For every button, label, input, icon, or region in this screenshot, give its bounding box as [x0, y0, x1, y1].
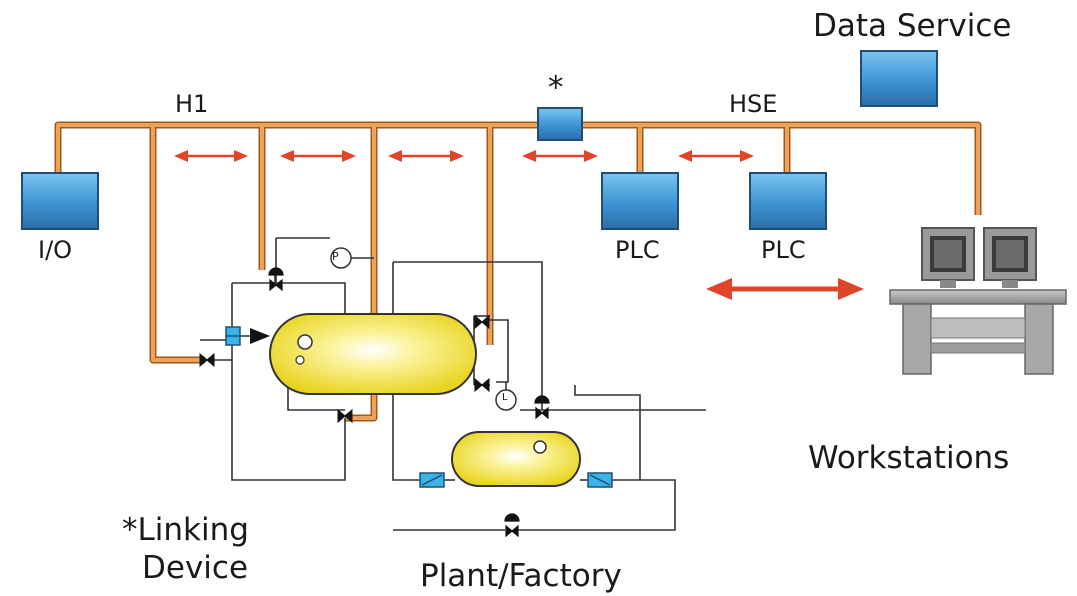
pump-icon [268, 267, 284, 292]
linking-device-asterisk: * [548, 70, 564, 106]
plc-label-1: PLC [615, 236, 660, 264]
data-service-label: Data Service [813, 8, 1012, 44]
valve-icon [474, 314, 490, 330]
plc-device-1 [601, 172, 679, 230]
valve-icon [474, 377, 490, 393]
bidirectional-arrows [174, 150, 864, 300]
devices [21, 50, 938, 230]
pressure-gauge-icon [330, 247, 352, 269]
valves [199, 314, 490, 424]
level-gauge-icon [495, 389, 517, 411]
workstations-label: Workstations [808, 440, 1010, 476]
main-tank [269, 313, 477, 395]
workstations-icon [889, 227, 1067, 375]
linking-device-label: *Linking Device [122, 512, 249, 586]
inlet-arrow-icon [250, 328, 270, 344]
linking-device [537, 107, 583, 141]
plant-factory-label: Plant/Factory [420, 558, 622, 594]
pump-icon [534, 395, 550, 420]
inline-valves [225, 326, 613, 488]
data-service-device [860, 50, 938, 107]
arrow-icon [388, 150, 464, 162]
arrow-icon [678, 150, 754, 162]
io-device [21, 172, 99, 230]
valve-icon [199, 352, 215, 368]
fieldbus-network [54, 121, 982, 422]
arrow-icon [280, 150, 356, 162]
large-arrow-icon [706, 278, 864, 300]
tanks [269, 313, 581, 487]
h1-label: H1 [175, 90, 209, 118]
arrow-icon [522, 150, 598, 162]
level-gauge-label: L [502, 392, 508, 403]
plc-label-2: PLC [761, 236, 806, 264]
pump-icon [504, 513, 520, 538]
gauges [330, 247, 517, 411]
io-label: I/O [38, 236, 73, 264]
secondary-tank [451, 431, 581, 487]
pressure-gauge-label: P [332, 250, 339, 263]
arrow-icon [174, 150, 248, 162]
hse-label: HSE [729, 90, 778, 118]
valve-icon [337, 408, 353, 424]
pumps [268, 267, 550, 538]
plc-device-2 [749, 172, 827, 230]
